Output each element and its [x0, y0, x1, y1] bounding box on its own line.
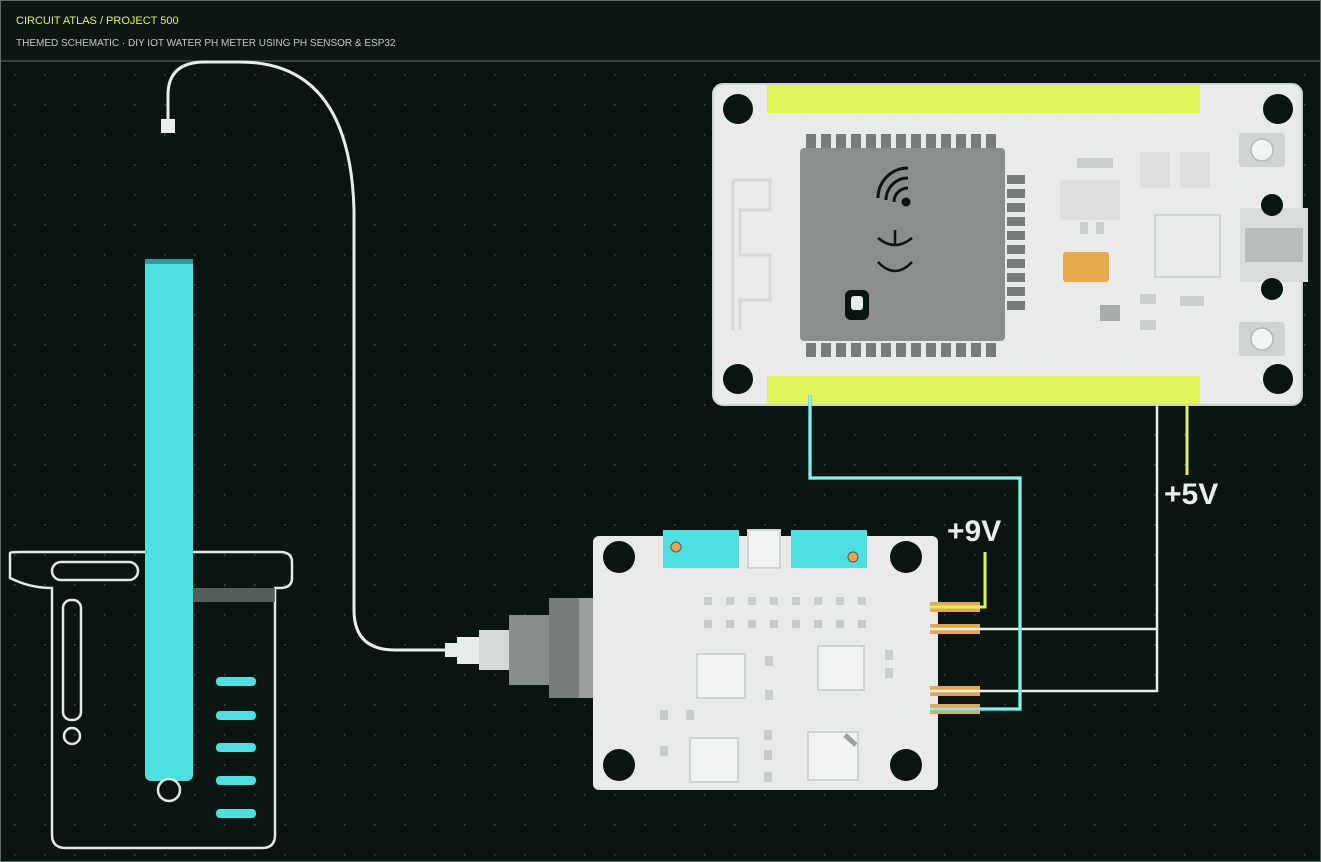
esp32-pin-label: GND [1148, 113, 1170, 124]
esp32-top-pin-labels: 3V3 GND D15 D2 D4 RX2 TX2 D5 D18 D19 D21 RX0 TX0 D22 D… [779, 113, 1197, 124]
logo-icon [877, 230, 913, 273]
usb-uart-chip [1154, 214, 1221, 278]
esp32-pin-label: RX0 [864, 113, 884, 124]
esp32-pin-label: D19 [922, 113, 941, 124]
en-label: EN [1248, 309, 1262, 320]
water-level [192, 588, 275, 602]
esp32-pin-label: D26 [950, 361, 969, 372]
ph-pin-labels: +9V G G AO [903, 602, 918, 720]
boot-button[interactable] [1239, 133, 1285, 167]
esp32-top-header [767, 85, 1200, 113]
esp32-pin-label: D15 [1121, 113, 1140, 124]
esp32-pin-label: D2 [1096, 113, 1109, 124]
label-5v: +5V [1164, 478, 1218, 511]
beaker [8, 550, 294, 850]
esp32-pin-label: D23 [779, 113, 798, 124]
probe-cable [166, 60, 445, 652]
en-button[interactable] [1239, 322, 1285, 356]
pcb-antenna [731, 178, 772, 330]
esp32-pin-label: D32 [1036, 361, 1055, 372]
esp32-pin-label: 3V3 [1179, 113, 1197, 124]
wire-gnd-2 [930, 629, 1159, 693]
esp32-pin-label: RX2 [1035, 113, 1055, 124]
esp32-pin-label: D4 [1067, 113, 1080, 124]
esp32-pin-label: D22 [808, 113, 827, 124]
svg-text:G: G [903, 628, 914, 636]
measurement-marks [216, 677, 256, 818]
probe-tip [161, 119, 175, 133]
esp32-pin-label: TX0 [836, 113, 855, 124]
esp32-board: 3V3GNDD15D2D4RX2TX2D5D18D19D21RX0TX0D22D… [712, 83, 1308, 406]
esp32-pin-label: TX2 [1007, 113, 1026, 124]
esp32-pin-label: D34 [1093, 361, 1112, 372]
regulator [1063, 252, 1109, 282]
boot-label: BOOT [1225, 175, 1254, 186]
esp32-pin-label: D27 [922, 361, 941, 372]
header-brand: CIRCUIT ATLAS / PROJECT 500 [16, 15, 179, 27]
potentiometer-right[interactable] [791, 530, 867, 568]
espressif-icon [845, 290, 869, 320]
esp32-pin-label: D33 [1007, 361, 1026, 372]
esp32-module [800, 134, 1025, 357]
esp32-pin-label: D35 [1064, 361, 1083, 372]
esp32-bottom-pin-labels: EN VP VN D34 D35 D32 D33 D25 D26 D27 D14 D12 D13 GND V… [781, 361, 1195, 372]
svg-text:G: G [903, 690, 914, 698]
svg-text:AO: AO [903, 705, 914, 720]
esp32-pin-label: VIN [781, 361, 798, 372]
esp32-pin-label: EN [1181, 361, 1195, 372]
esp32-pin-label: D5 [982, 113, 995, 124]
header: CIRCUIT ATLAS / PROJECT 500 THEMED SCHEM… [0, 0, 1321, 62]
esp32-pin-label: VN [1124, 361, 1138, 372]
esp32-bottom-header [767, 376, 1200, 404]
svg-text:+9V: +9V [907, 602, 918, 620]
usb-port [1240, 194, 1308, 300]
label-9v: +9V [947, 515, 1001, 548]
esp32-pin-label: D12 [865, 361, 884, 372]
esp32-pin-label: VP [1153, 361, 1167, 372]
potentiometer-left[interactable] [663, 530, 739, 568]
esp32-pin-label: GND [806, 361, 828, 372]
esp32-pin-label: D21 [893, 113, 912, 124]
led [747, 529, 781, 569]
esp32-pin-label: D13 [836, 361, 855, 372]
wire-9v [930, 552, 987, 609]
ph-probe [145, 259, 193, 803]
wifi-icon [876, 166, 911, 207]
esp32-pin-label: D18 [950, 113, 969, 124]
esp32-pin-label: D14 [893, 361, 912, 372]
header-subtitle: THEMED SCHEMATIC · DIY IOT WATER PH METE… [16, 38, 396, 49]
ph-sensor-module: +9V G G AO [593, 529, 980, 790]
esp32-pin-label: D25 [979, 361, 998, 372]
